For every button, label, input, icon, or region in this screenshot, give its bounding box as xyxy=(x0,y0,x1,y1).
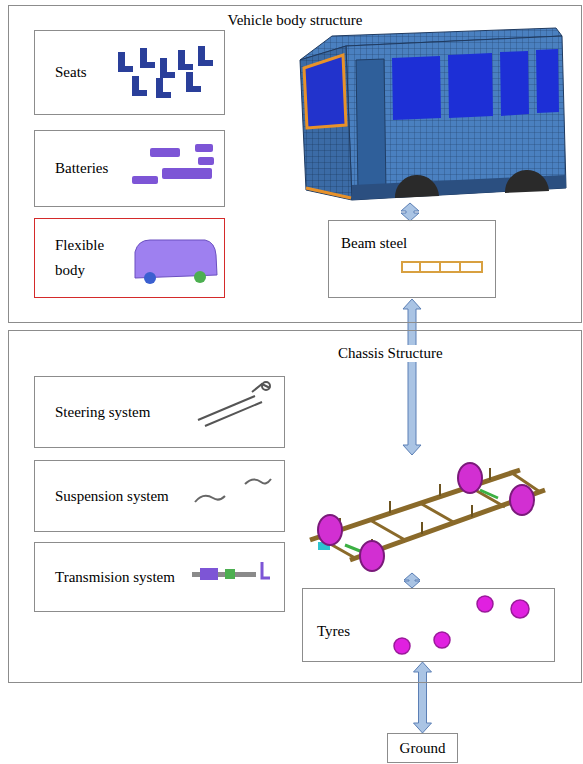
group-title: Chassis Structure xyxy=(335,345,446,362)
box-label: Transmision system xyxy=(55,569,175,586)
bus-door xyxy=(356,59,386,193)
battery-symbol xyxy=(198,157,214,165)
double-arrow xyxy=(414,662,432,733)
van-wheel xyxy=(194,271,206,283)
bus-windshield xyxy=(304,55,346,128)
wheel-arch xyxy=(505,170,549,193)
seat-symbol xyxy=(160,58,175,78)
seat-symbol xyxy=(118,52,133,72)
box-label: Tyres xyxy=(317,623,350,640)
tyre xyxy=(511,600,529,618)
component-box: Transmision system xyxy=(34,542,285,612)
transmission-icon xyxy=(192,562,270,580)
box-label: Steering system xyxy=(55,404,150,421)
component-box: Suspension system xyxy=(34,460,285,532)
bus-window xyxy=(536,49,559,113)
link-arrows xyxy=(401,203,421,588)
group-panel: Chassis StructureSteering systemSuspensi… xyxy=(8,330,582,683)
suspension-part xyxy=(245,479,271,484)
box-label: Beam steel xyxy=(341,235,407,252)
chassis-model xyxy=(310,463,545,571)
seat-symbol xyxy=(186,72,201,92)
tyre xyxy=(477,596,493,612)
double-arrow xyxy=(401,203,419,221)
beam-cross xyxy=(420,262,460,272)
van-body xyxy=(135,240,217,278)
bus-window xyxy=(448,53,493,118)
battery-symbol xyxy=(132,176,158,184)
wheel xyxy=(360,541,384,571)
bus-model xyxy=(300,28,566,200)
beam-frame xyxy=(402,262,482,272)
tyre xyxy=(394,638,410,654)
beam-steel-icon xyxy=(402,262,482,272)
wheel xyxy=(458,463,482,493)
group-title: Vehicle body structure xyxy=(9,12,581,29)
component-box: Tyres xyxy=(302,588,555,662)
batteries-icon xyxy=(132,144,214,184)
seat-symbol xyxy=(178,50,193,70)
ground-box: Ground xyxy=(387,733,458,763)
bus-window xyxy=(500,51,529,116)
component-box: Beam steel xyxy=(328,220,496,298)
wheel xyxy=(510,485,534,515)
box-label: Ground xyxy=(400,740,446,757)
wheel-arch xyxy=(395,175,439,198)
group-panel: Vehicle body structureSeatsBatteriesFlex… xyxy=(8,5,582,323)
gearbox xyxy=(200,568,218,580)
box-label: Suspension system xyxy=(55,488,169,505)
double-arrow xyxy=(404,573,420,588)
tyres-icon xyxy=(394,596,529,654)
seat-symbol xyxy=(132,76,147,96)
component-box: Seats xyxy=(34,30,225,115)
steering-link xyxy=(198,384,270,426)
battery-symbol xyxy=(150,148,180,157)
suspension-icon xyxy=(195,479,271,502)
bus-trim xyxy=(306,188,351,198)
seats-icon xyxy=(118,46,213,98)
component-box: Flexible body xyxy=(34,218,225,298)
box-label: Seats xyxy=(55,64,87,81)
battery-symbol xyxy=(195,144,213,152)
steering-wheel xyxy=(262,382,270,390)
flexible-body-icon xyxy=(135,240,217,284)
seat-symbol xyxy=(156,78,171,98)
seat-symbol xyxy=(140,48,155,68)
component-box: Batteries xyxy=(34,130,225,207)
wheel xyxy=(318,515,342,545)
seat-symbol xyxy=(198,46,213,66)
suspension-part xyxy=(195,496,225,502)
tyre xyxy=(434,632,450,648)
axle xyxy=(262,562,270,578)
van-wheel xyxy=(144,272,156,284)
steering-icon xyxy=(198,382,270,426)
box-label: Batteries xyxy=(55,160,108,177)
component-box: Steering system xyxy=(34,376,285,448)
bus-window xyxy=(392,56,441,120)
bus-side xyxy=(346,36,566,200)
chassis-rail xyxy=(310,470,545,560)
battery-symbol xyxy=(162,168,212,179)
box-label: Flexible body xyxy=(55,233,127,283)
chassis-crossmember xyxy=(318,473,540,558)
joint xyxy=(225,569,235,579)
bus-front xyxy=(300,46,352,200)
